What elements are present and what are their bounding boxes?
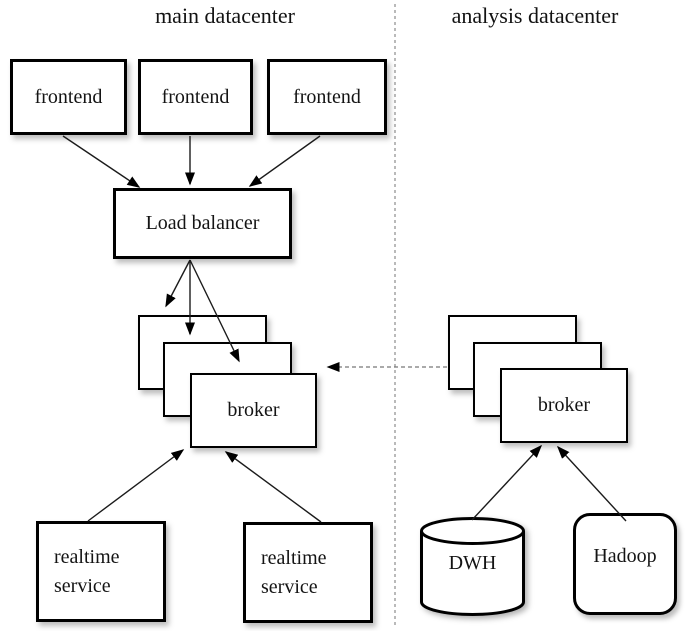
node-realtime-service-2-label: realtime service bbox=[261, 547, 327, 598]
arrow-frontend1-to-loadbalancer bbox=[62, 135, 141, 188]
node-hadoop: Hadoop bbox=[573, 513, 677, 615]
node-frontend-2: frontend bbox=[138, 59, 253, 135]
database-cylinder-shape bbox=[420, 517, 525, 616]
arrow-hadoop-to-broker bbox=[556, 445, 627, 522]
node-broker-analysis: broker bbox=[500, 368, 628, 443]
node-realtime-service-1-label: realtime service bbox=[54, 546, 120, 597]
node-broker-analysis-label: broker bbox=[537, 394, 591, 416]
node-hadoop-label: Hadoop bbox=[593, 544, 657, 567]
analysis-datacenter-title: analysis datacenter bbox=[451, 3, 619, 28]
node-load-balancer: Load balancer bbox=[113, 188, 292, 259]
node-dwh-label: DWH bbox=[448, 552, 497, 574]
node-frontend-1-label: frontend bbox=[34, 85, 103, 108]
node-broker-main: broker bbox=[190, 373, 317, 448]
node-dwh: DWH bbox=[418, 516, 527, 617]
node-frontend-3: frontend bbox=[267, 59, 387, 135]
node-frontend-2-label: frontend bbox=[161, 85, 230, 108]
node-realtime-service-2: realtime service bbox=[243, 522, 373, 623]
arrow-frontend3-to-loadbalancer bbox=[248, 135, 321, 187]
arrow-dwh-to-broker bbox=[471, 444, 543, 521]
arrow-realtime2-to-broker bbox=[224, 451, 322, 523]
node-realtime-service-1: realtime service bbox=[36, 521, 166, 622]
node-frontend-1: frontend bbox=[10, 59, 127, 135]
arrow-realtime1-to-broker bbox=[87, 449, 185, 522]
node-broker-main-label: broker bbox=[227, 399, 280, 421]
node-frontend-3-label: frontend bbox=[293, 85, 361, 108]
arrow-loadbalancer-to-broker-replica1 bbox=[165, 259, 191, 308]
node-load-balancer-label: Load balancer bbox=[145, 212, 260, 234]
main-datacenter-title: main datacenter bbox=[155, 3, 295, 28]
